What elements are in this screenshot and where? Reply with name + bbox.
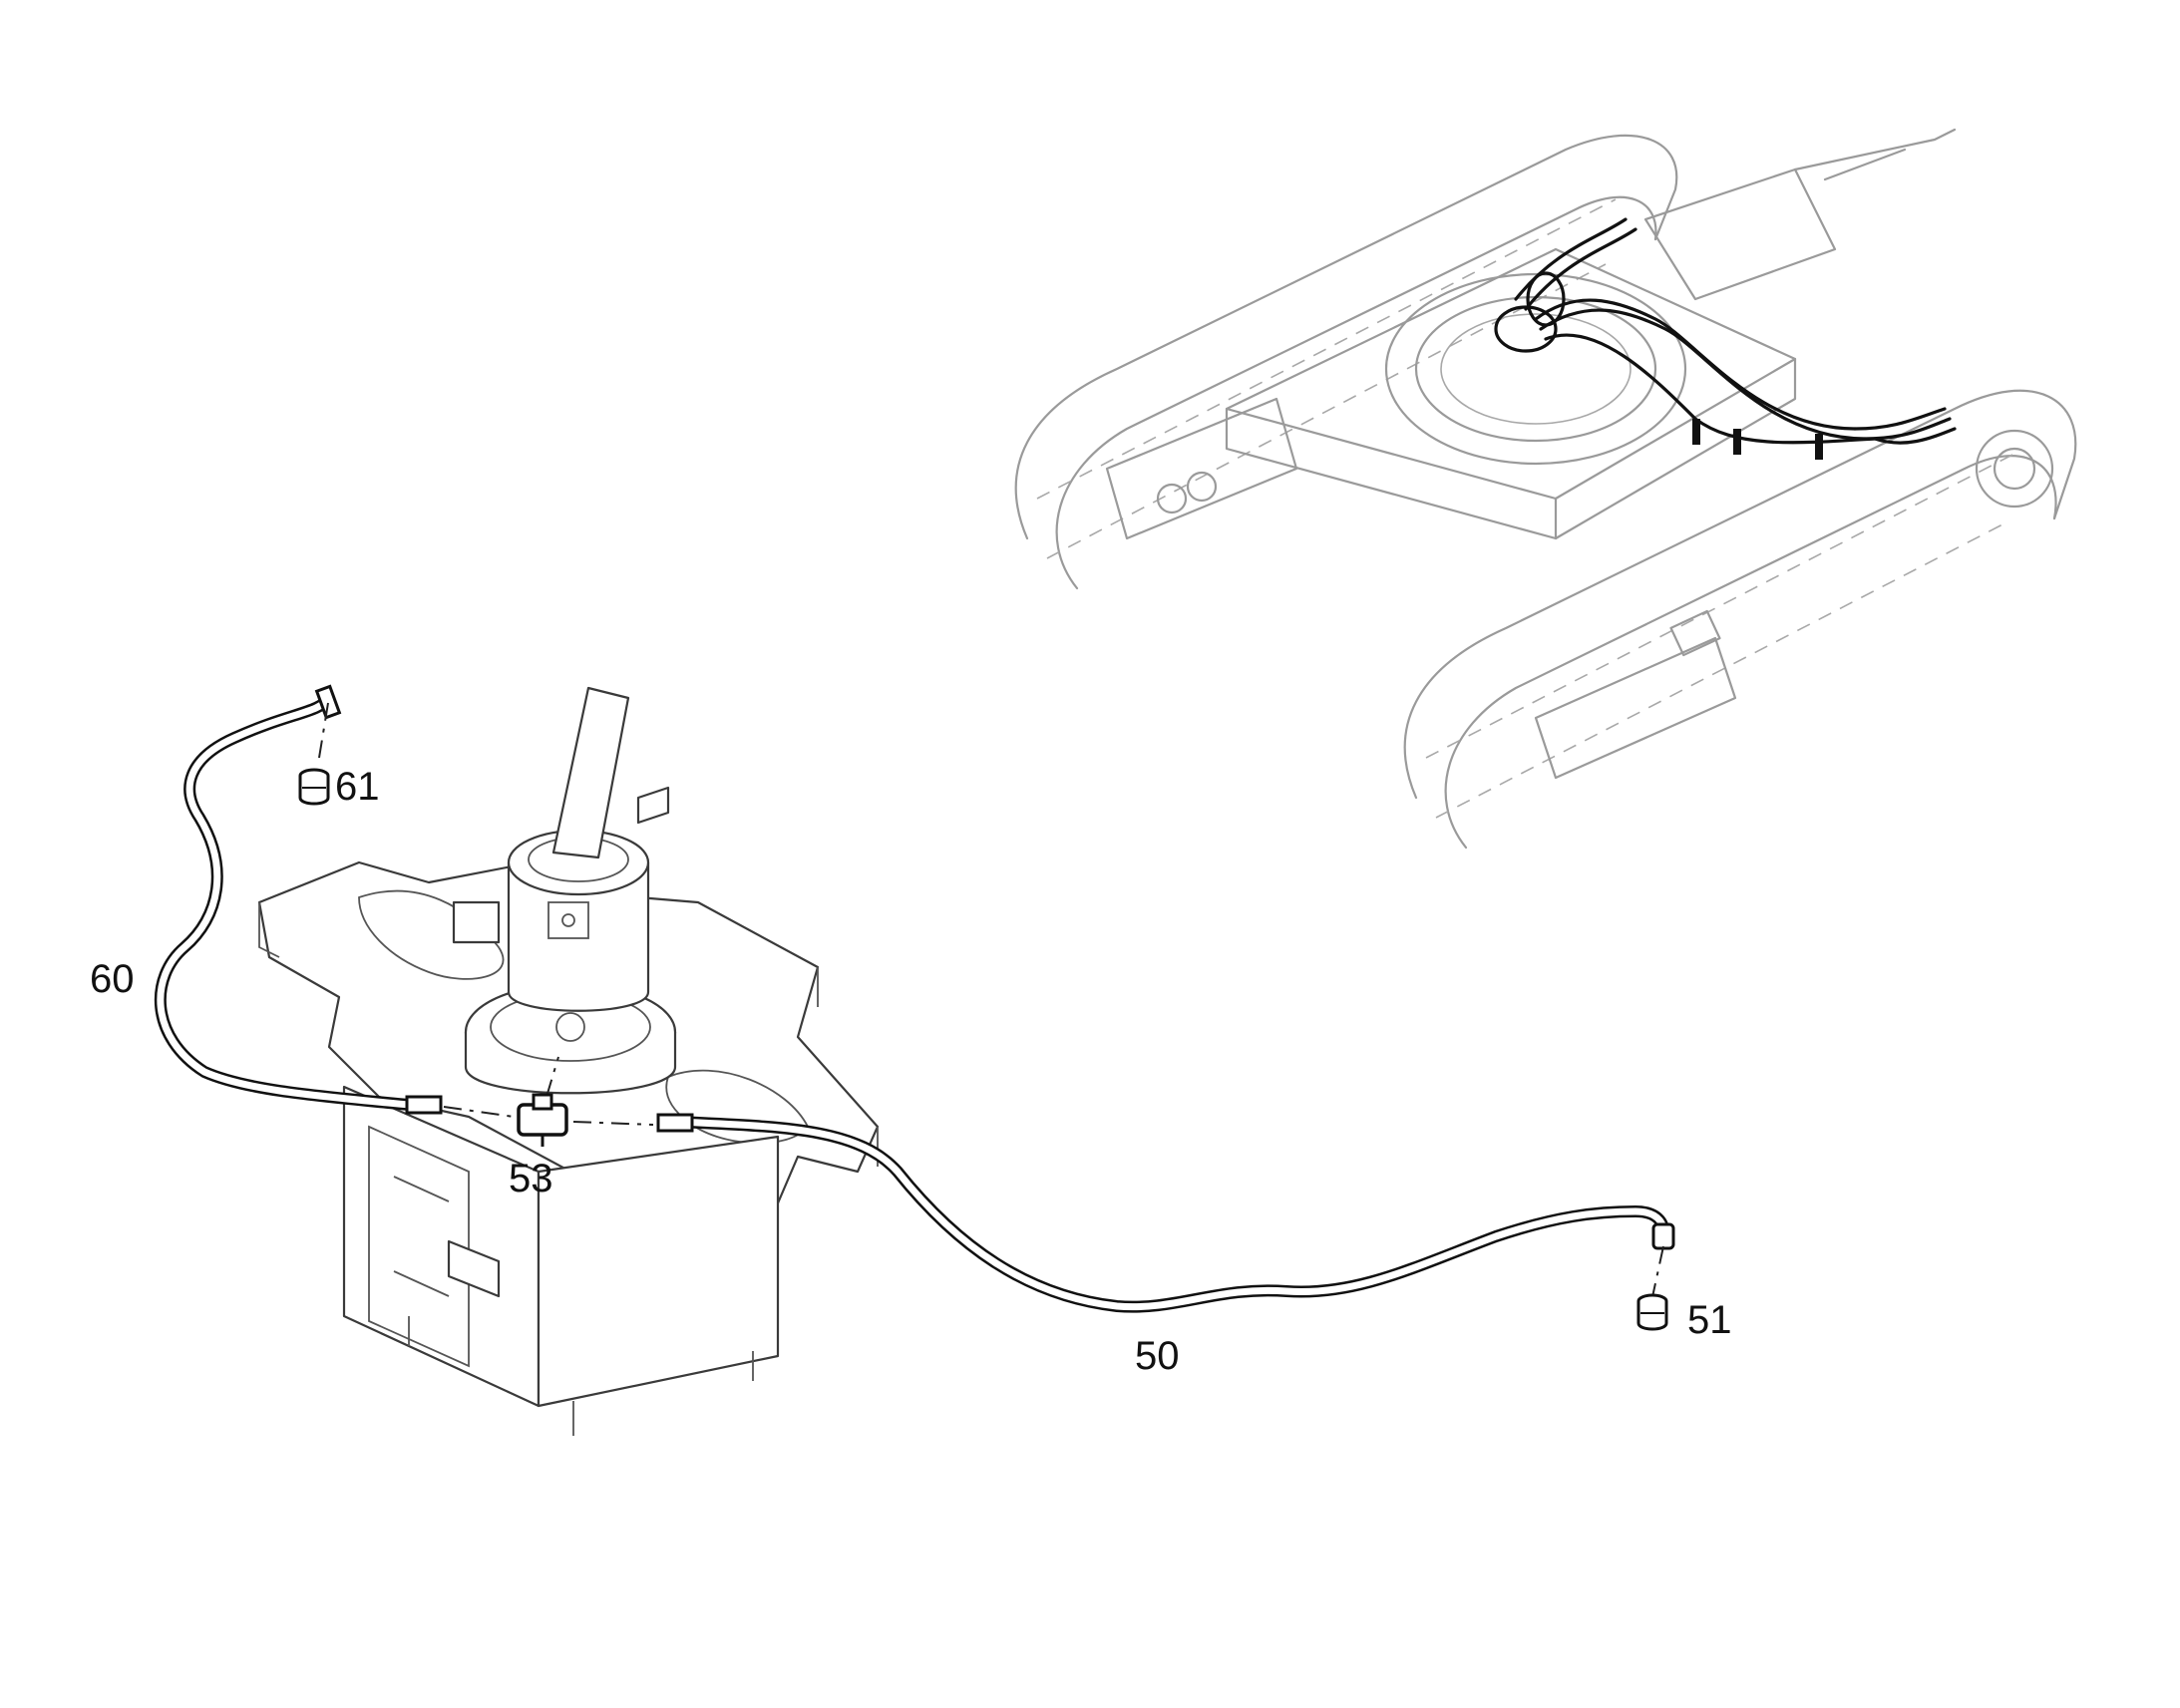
hose-60-fitting-upper — [314, 684, 342, 720]
hose-60-fitting-lower — [405, 1095, 443, 1115]
callout-61: 61 — [335, 765, 380, 809]
plug-61 — [298, 768, 330, 806]
callout-51: 51 — [1687, 1298, 1732, 1342]
hose-50 — [656, 1113, 1675, 1313]
callout-53: 53 — [509, 1157, 553, 1200]
tee-fitting-53 — [517, 1093, 568, 1147]
hydraulic-harness — [1494, 217, 1957, 460]
center-frame — [1225, 128, 1957, 540]
left-track — [1014, 134, 1678, 590]
hose-50-fitting-left — [656, 1113, 694, 1133]
plug-51 — [1636, 1293, 1668, 1331]
callout-50: 50 — [1135, 1334, 1180, 1378]
callout-60: 60 — [90, 957, 135, 1001]
hose-50-fitting-right — [1651, 1222, 1675, 1250]
swivel-joint-assembly — [257, 686, 880, 1436]
right-track — [1403, 389, 2077, 850]
hose-60 — [154, 684, 443, 1115]
crawler-undercarriage-overview — [1014, 128, 2077, 850]
